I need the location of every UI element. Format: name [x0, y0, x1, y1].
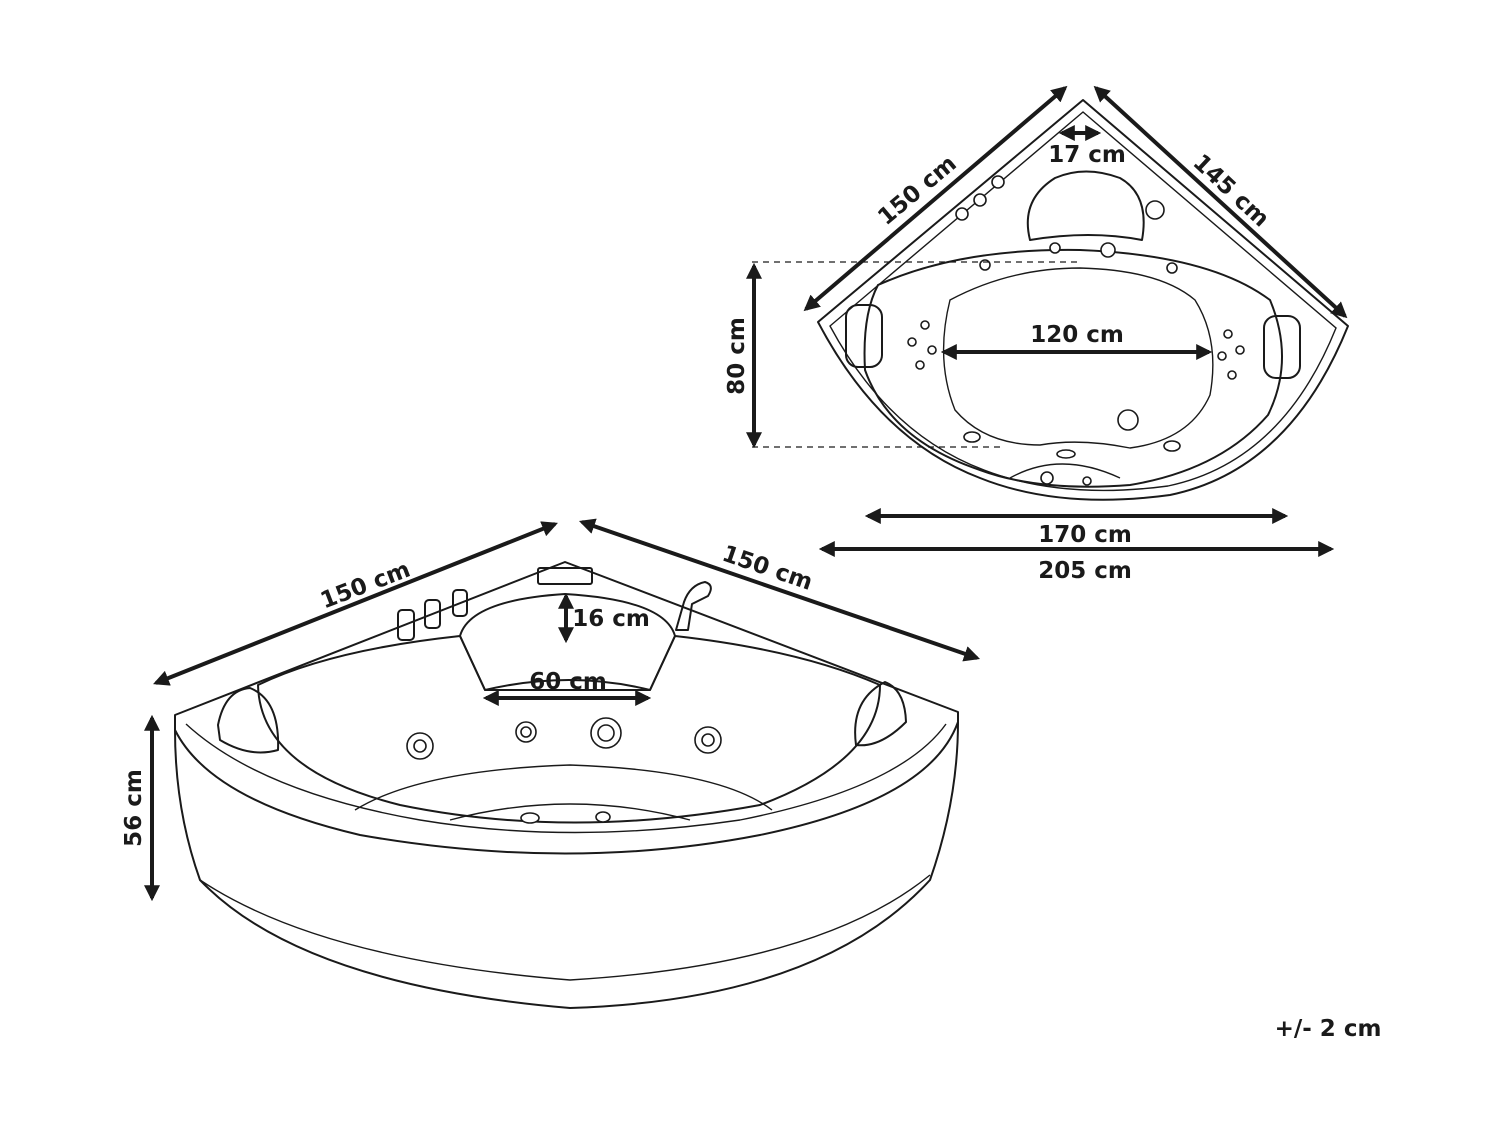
- label-seat-depth: 16 cm: [572, 606, 650, 632]
- side-view-inner-basin: [257, 635, 881, 824]
- top-view-outer-rim: [817, 99, 1349, 501]
- label-top-right-edge: 145 cm: [1188, 149, 1274, 232]
- label-seat-width: 60 cm: [529, 669, 607, 695]
- faucet-knob: [991, 175, 1005, 189]
- top-view-inner-basin: [863, 248, 1283, 488]
- label-total-span: 205 cm: [1038, 558, 1132, 584]
- label-depth: 80 cm: [724, 317, 750, 395]
- dim-line-top-right-edge: [1093, 85, 1348, 319]
- label-side-left-edge: 150 cm: [317, 557, 414, 615]
- side-view-skirt: [174, 721, 959, 1009]
- faucet-knob: [973, 193, 987, 207]
- dim-line-side-right-edge: [578, 518, 981, 662]
- top-view-jets: [907, 242, 1245, 486]
- label-height: 56 cm: [121, 769, 147, 847]
- dim-line-side-left-edge: [153, 521, 558, 686]
- label-inner-width: 120 cm: [1030, 322, 1124, 348]
- side-view-left-pillow: [217, 687, 280, 754]
- side-view-rim: [174, 561, 959, 855]
- tolerance-note: +/- 2 cm: [1275, 1016, 1382, 1042]
- label-headrest-width: 17 cm: [1048, 142, 1126, 168]
- label-inner-span: 170 cm: [1038, 522, 1132, 548]
- side-view-jets: [406, 717, 722, 824]
- label-top-left-edge: 150 cm: [873, 151, 961, 231]
- dim-line-top-left-edge: [803, 85, 1068, 312]
- faucet-knob: [1145, 200, 1165, 220]
- side-view-right-pillow: [854, 681, 907, 747]
- faucet-knob: [955, 207, 969, 221]
- top-view-headrest: [1026, 170, 1145, 241]
